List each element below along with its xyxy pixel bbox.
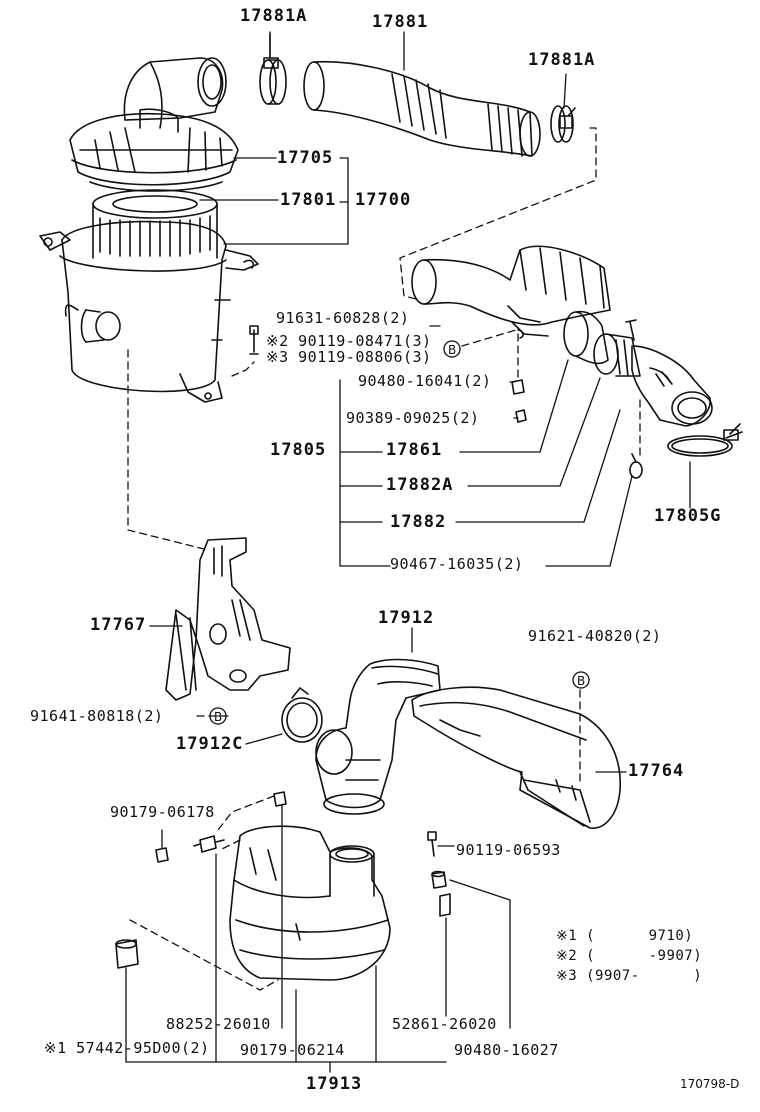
- clip-90467: [629, 453, 643, 479]
- label-17805g: 17805G: [654, 506, 722, 526]
- note-2: ※2 ( -9907): [556, 948, 703, 964]
- air-filter-element: [92, 189, 218, 259]
- clip-52861: [439, 893, 451, 917]
- label-17805: 17805: [270, 440, 327, 460]
- label-17700: 17700: [355, 190, 412, 210]
- label-90467-16035: 90467-16035(2): [390, 555, 524, 573]
- label-17882a: 17882A: [386, 475, 454, 495]
- bolt-90119-06593: [427, 831, 437, 857]
- label-17764: 17764: [628, 761, 685, 781]
- clamp-17881a-left: [259, 33, 287, 105]
- label-57442-95d00: ※1 57442-95D00(2): [44, 1039, 210, 1057]
- label-17881a-right: 17881A: [528, 50, 596, 70]
- label-17881: 17881: [372, 12, 429, 32]
- note-3: ※3 (9907- ): [556, 968, 703, 984]
- label-90119-08471: ※2 90119-08471(3): [266, 332, 432, 350]
- hose-17861: [563, 310, 609, 365]
- label-91641-80818: 91641-80818(2): [30, 707, 164, 725]
- label-17912c: 17912C: [176, 734, 244, 754]
- label-17881a-top: 17881A: [240, 6, 308, 26]
- cushion-90480-16027: [431, 870, 447, 889]
- bolt-88252: [193, 835, 225, 853]
- nut-90179-06214: [273, 791, 287, 807]
- label-91621-40820: 91621-40820(2): [528, 627, 662, 645]
- label-17705: 17705: [277, 148, 334, 168]
- label-17767: 17767: [90, 615, 147, 635]
- label-90119-08806: ※3 90119-08806(3): [266, 348, 432, 366]
- note-1: ※1 ( 9710): [556, 928, 694, 944]
- label-52861-26020: 52861-26020: [392, 1015, 497, 1033]
- ref-marker-b-2: B: [214, 710, 223, 724]
- duct-17764: [411, 686, 621, 829]
- leader-lines: [125, 31, 691, 1073]
- label-90119-06593: 90119-06593: [456, 841, 561, 859]
- air-inlet-17805: [411, 245, 611, 339]
- label-17913: 17913: [306, 1074, 363, 1094]
- air-cleaner-case: [39, 220, 259, 403]
- label-91631-60828: 91631-60828(2): [276, 309, 410, 327]
- label-17801: 17801: [280, 190, 337, 210]
- duct-17912: [315, 658, 441, 815]
- grommet-90389: [515, 409, 527, 423]
- label-90480-16027: 90480-16027: [454, 1041, 559, 1059]
- grommet-57442: [115, 939, 139, 969]
- air-cleaner-cap: [69, 112, 239, 192]
- hose-17882a: [593, 333, 641, 377]
- diagram-id: 170798-D: [680, 1077, 740, 1091]
- ref-marker-b-1: B: [448, 343, 457, 357]
- ref-marker-b-3: B: [577, 674, 586, 688]
- label-90179-06214: 90179-06214: [240, 1041, 345, 1059]
- resonator-17913: [229, 825, 391, 981]
- dashed-leader-lines: [127, 127, 641, 991]
- label-17861: 17861: [386, 440, 443, 460]
- bolt-90119-08471: [249, 325, 259, 355]
- label-90179-06178: 90179-06178: [110, 803, 215, 821]
- ref-marker-circles: [209, 340, 590, 725]
- clamp-17881a-right: [550, 105, 576, 143]
- bracket-17767: [165, 537, 291, 701]
- label-88252-26010: 88252-26010: [166, 1015, 271, 1033]
- nut-90179-06178: [155, 847, 169, 863]
- hose-17882: [631, 345, 713, 427]
- label-90480-16041: 90480-16041(2): [358, 372, 492, 390]
- hose-17881: [303, 60, 541, 157]
- clamp-17805g: [667, 423, 743, 457]
- clamp-17912c: [281, 687, 323, 743]
- label-90389-09025: 90389-09025(2): [346, 409, 480, 427]
- label-17882: 17882: [390, 512, 447, 532]
- screw-small-right: [625, 319, 637, 341]
- air-cleaner-cap-elbow: [123, 57, 227, 133]
- small-clip-90480-16041: [511, 379, 525, 395]
- label-17912: 17912: [378, 608, 435, 628]
